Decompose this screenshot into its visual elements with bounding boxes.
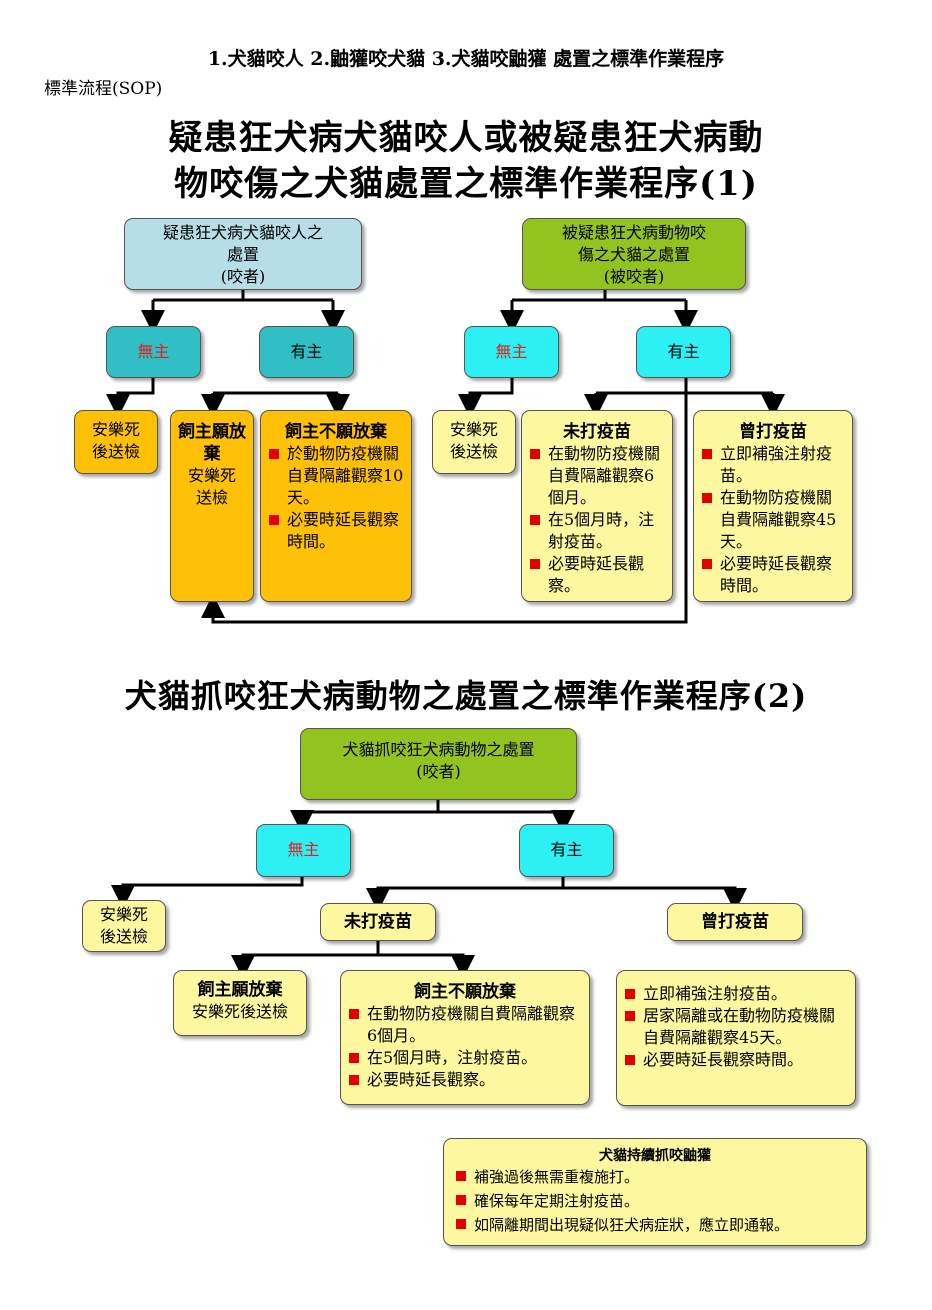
node-left-euthanize: 安樂死 後送檢: [74, 410, 158, 474]
diagram1-title-line2: 物咬傷之犬貓處置之標準作業程序(1): [174, 164, 758, 204]
node-text: 疑患狂犬病犬貓咬人之: [162, 223, 323, 242]
node-d2-owner-keep: 飼主不願放棄 在動物防疫機關自費隔離觀察6個月。 在5個月時，注射疫苗。 必要時…: [340, 970, 590, 1105]
diagram1-title-line1: 疑患狂犬病犬貓咬人或被疑患狂犬病動: [168, 118, 764, 158]
node-text: 安樂死: [187, 466, 236, 485]
sop-label: 標準流程(SOP): [44, 79, 163, 99]
bullet-item: 在動物防疫機關自費隔離觀察45天。: [700, 487, 846, 553]
node-text: 安樂死後送檢: [191, 1002, 288, 1021]
bullet-item: 必要時延長觀察時間。: [700, 553, 846, 597]
node-text: 無主: [287, 840, 320, 859]
page-heading: 1.犬貓咬人 2.鼬獾咬犬貓 3.犬貓咬鼬獾 處置之標準作業程序: [207, 48, 725, 70]
bullet-item: 補強過後無需重複施打。: [454, 1165, 856, 1189]
node-text: 犬貓抓咬狂犬病動物之處置: [342, 740, 535, 759]
node-text: 後送檢: [99, 927, 148, 946]
node-right-euthanize: 安樂死 後送檢: [432, 410, 516, 474]
bullet-item: 必要時延長觀察。: [528, 553, 666, 597]
node-left-no-owner: 無主: [106, 326, 201, 378]
node-title: 飼主不願放棄: [285, 422, 387, 442]
node-d2-has-owner: 有主: [519, 824, 614, 877]
node-d2-root: 犬貓抓咬狂犬病動物之處置 (咬者): [300, 728, 577, 800]
bullet-item: 於動物防疫機關自費隔離觀察10天。: [267, 443, 405, 509]
node-text: 後送檢: [449, 442, 498, 461]
node-text: (咬者): [416, 762, 461, 781]
bullet-item: 在5個月時，注射疫苗。: [347, 1047, 583, 1069]
node-text: 有主: [667, 342, 700, 361]
node-text: 無主: [495, 342, 528, 361]
node-text: 傷之犬貓之處置: [577, 245, 690, 264]
node-text: 無主: [137, 342, 170, 361]
node-unvaccinated: 未打疫苗 在動物防疫機關自費隔離觀察6個月。 在5個月時，注射疫苗。 必要時延長…: [521, 410, 673, 602]
node-d2-euthanize: 安樂死 後送檢: [82, 900, 166, 952]
node-title: 曾打疫苗: [701, 912, 769, 932]
bullet-item: 必要時延長觀察時間。: [623, 1049, 849, 1071]
node-vaccinated: 曾打疫苗 立即補強注射疫苗。 在動物防疫機關自費隔離觀察45天。 必要時延長觀察…: [693, 410, 853, 602]
node-text: 有主: [550, 840, 583, 859]
node-d2-vacc-actions: 立即補強注射疫苗。 居家隔離或在動物防疫機關自費隔離觀察45天。 必要時延長觀察…: [616, 970, 856, 1106]
diagram2-title: 犬貓抓咬狂犬病動物之處置之標準作業程序(2): [124, 677, 808, 715]
node-right-has-owner: 有主: [636, 326, 731, 378]
node-right-no-owner: 無主: [464, 326, 559, 378]
node-text: 後送檢: [91, 442, 140, 461]
node-text: 安樂死: [91, 420, 140, 439]
node-biter-root: 疑患狂犬病犬貓咬人之 處置 (咬者): [124, 218, 362, 290]
node-d2-owner-abandon: 飼主願放棄 安樂死後送檢: [173, 970, 307, 1036]
bullet-item: 立即補強注射疫苗。: [623, 983, 849, 1005]
node-owner-abandon: 飼主願放棄 安樂死 送檢: [170, 410, 254, 602]
node-title: 犬貓持續抓咬鼬獾: [599, 1148, 711, 1164]
node-text: (咬者): [220, 267, 266, 286]
node-text: 送檢: [195, 488, 228, 507]
node-text: 處置: [226, 245, 259, 264]
bullet-item: 在5個月時，注射疫苗。: [528, 509, 666, 553]
node-owner-keep: 飼主不願放棄 於動物防疫機關自費隔離觀察10天。 必要時延長觀察時間。: [260, 410, 412, 602]
node-title: 曾打疫苗: [739, 422, 807, 442]
node-title: 未打疫苗: [563, 422, 631, 442]
bullet-item: 立即補強注射疫苗。: [700, 443, 846, 487]
node-text: 被疑患狂犬病動物咬: [561, 223, 706, 242]
node-d2-no-owner: 無主: [256, 824, 351, 877]
bullet-item: 如隔離期間出現疑似狂犬病症狀，應立即通報。: [454, 1213, 856, 1237]
bullet-item: 在動物防疫機關自費隔離觀察6個月。: [528, 443, 666, 509]
node-title: 飼主不願放棄: [414, 982, 516, 1002]
node-left-has-owner: 有主: [259, 326, 354, 378]
node-text: (被咬者): [603, 267, 665, 286]
node-text: 安樂死: [99, 905, 148, 924]
node-d2-vaccinated: 曾打疫苗: [667, 903, 803, 941]
node-d2-ongoing: 犬貓持續抓咬鼬獾 補強過後無需重複施打。 確保每年定期注射疫苗。 如隔離期間出現…: [443, 1138, 867, 1246]
bullet-item: 必要時延長觀察。: [347, 1069, 583, 1091]
bullet-item: 在動物防疫機關自費隔離觀察6個月。: [347, 1003, 583, 1047]
bullet-item: 確保每年定期注射疫苗。: [454, 1189, 856, 1213]
bullet-item: 居家隔離或在動物防疫機關自費隔離觀察45天。: [623, 1005, 849, 1049]
bullet-item: 必要時延長觀察時間。: [267, 509, 405, 553]
node-d2-unvaccinated: 未打疫苗: [320, 903, 436, 941]
node-text: 有主: [290, 342, 323, 361]
node-bitten-root: 被疑患狂犬病動物咬 傷之犬貓之處置 (被咬者): [522, 218, 746, 290]
node-title: 飼主願放棄: [197, 980, 283, 1000]
node-text: 安樂死: [449, 420, 498, 439]
node-title: 飼主願放棄: [178, 422, 246, 464]
node-title: 未打疫苗: [344, 912, 412, 932]
